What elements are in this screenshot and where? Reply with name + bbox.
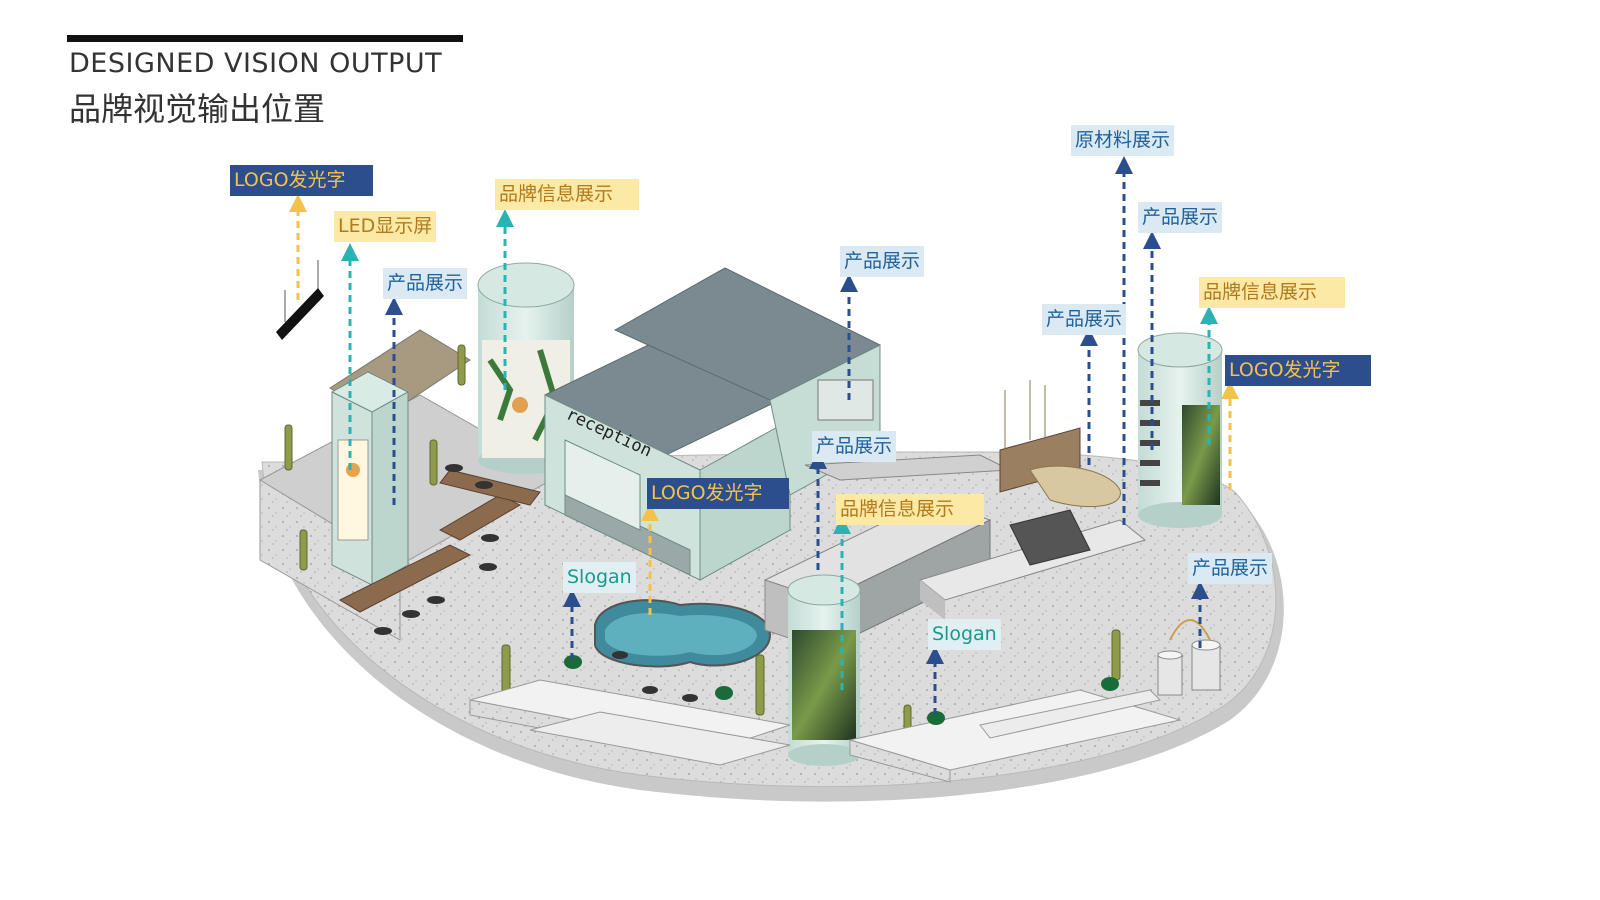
callout-logo-light-1: LOGO发光字 [230,165,373,196]
callout-product-1: 产品展示 [383,268,468,299]
callout-raw-material: 原材料展示 [1071,125,1175,156]
hanging-logo-sign [276,260,324,340]
callout-brand-info-1: 品牌信息展示 [495,179,639,210]
page-title-zh: 品牌视觉输出位置 [69,90,326,128]
left-seating [338,464,541,635]
callout-arrows [289,156,1239,715]
product-cylinder-front [787,574,861,766]
callout-brand-info-2: 品牌信息展示 [836,494,984,525]
callout-slogan-2: Slogan [928,619,1001,650]
page-title-en: DESIGNED VISION OUTPUT [69,48,443,79]
callout-product-6: 产品展示 [1188,553,1273,584]
header-rule [67,35,463,42]
pond-table [594,599,772,702]
callout-logo-light-2: LOGO发光字 [647,478,789,509]
callout-brand-info-3: 品牌信息展示 [1199,277,1345,308]
led-totem [330,371,410,586]
callout-product-5: 产品展示 [1042,304,1127,335]
callout-slogan-1: Slogan [563,562,636,593]
right-product-stands [1157,619,1221,696]
slogan-discs [564,655,1119,725]
raw-material-display [999,380,1121,508]
callout-product-3: 产品展示 [812,431,897,462]
front-steps [469,679,1182,783]
callout-led-screen: LED显示屏 [334,211,437,242]
callout-product-4: 产品展示 [1138,202,1223,233]
callout-logo-light-3: LOGO发光字 [1225,355,1371,386]
callout-product-2: 产品展示 [840,246,925,277]
